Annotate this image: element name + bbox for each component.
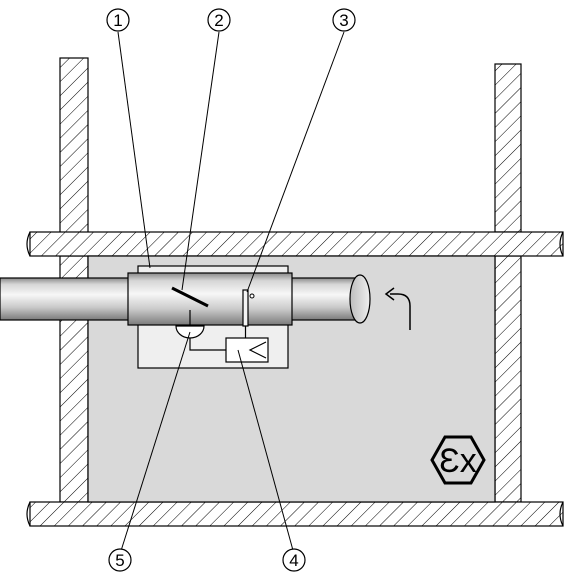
callout-leaders — [117, 31, 345, 555]
svg-text:4: 4 — [289, 551, 298, 570]
callout-5: 5 — [108, 548, 132, 572]
flap — [171, 286, 209, 308]
ex-symbol: Ɛx — [430, 435, 486, 485]
svg-text:5: 5 — [115, 551, 124, 570]
right-wall — [494, 63, 522, 503]
ceiling-slab — [26, 231, 564, 257]
callout-3: 3 — [332, 8, 356, 32]
detector-5 — [175, 310, 205, 339]
transmitter-4 — [189, 337, 269, 363]
return-arrow-icon — [390, 293, 411, 330]
floor-slab — [26, 501, 564, 527]
svg-text:1: 1 — [113, 11, 122, 30]
ex-symbol-text: Ɛx — [439, 442, 477, 480]
arrow-head-icon — [384, 287, 395, 301]
pipe — [0, 272, 371, 326]
svg-text:2: 2 — [214, 11, 223, 30]
svg-text:3: 3 — [339, 11, 348, 30]
callout-1: 1 — [106, 8, 130, 32]
callout-2: 2 — [207, 8, 231, 32]
callout-4: 4 — [282, 548, 306, 572]
